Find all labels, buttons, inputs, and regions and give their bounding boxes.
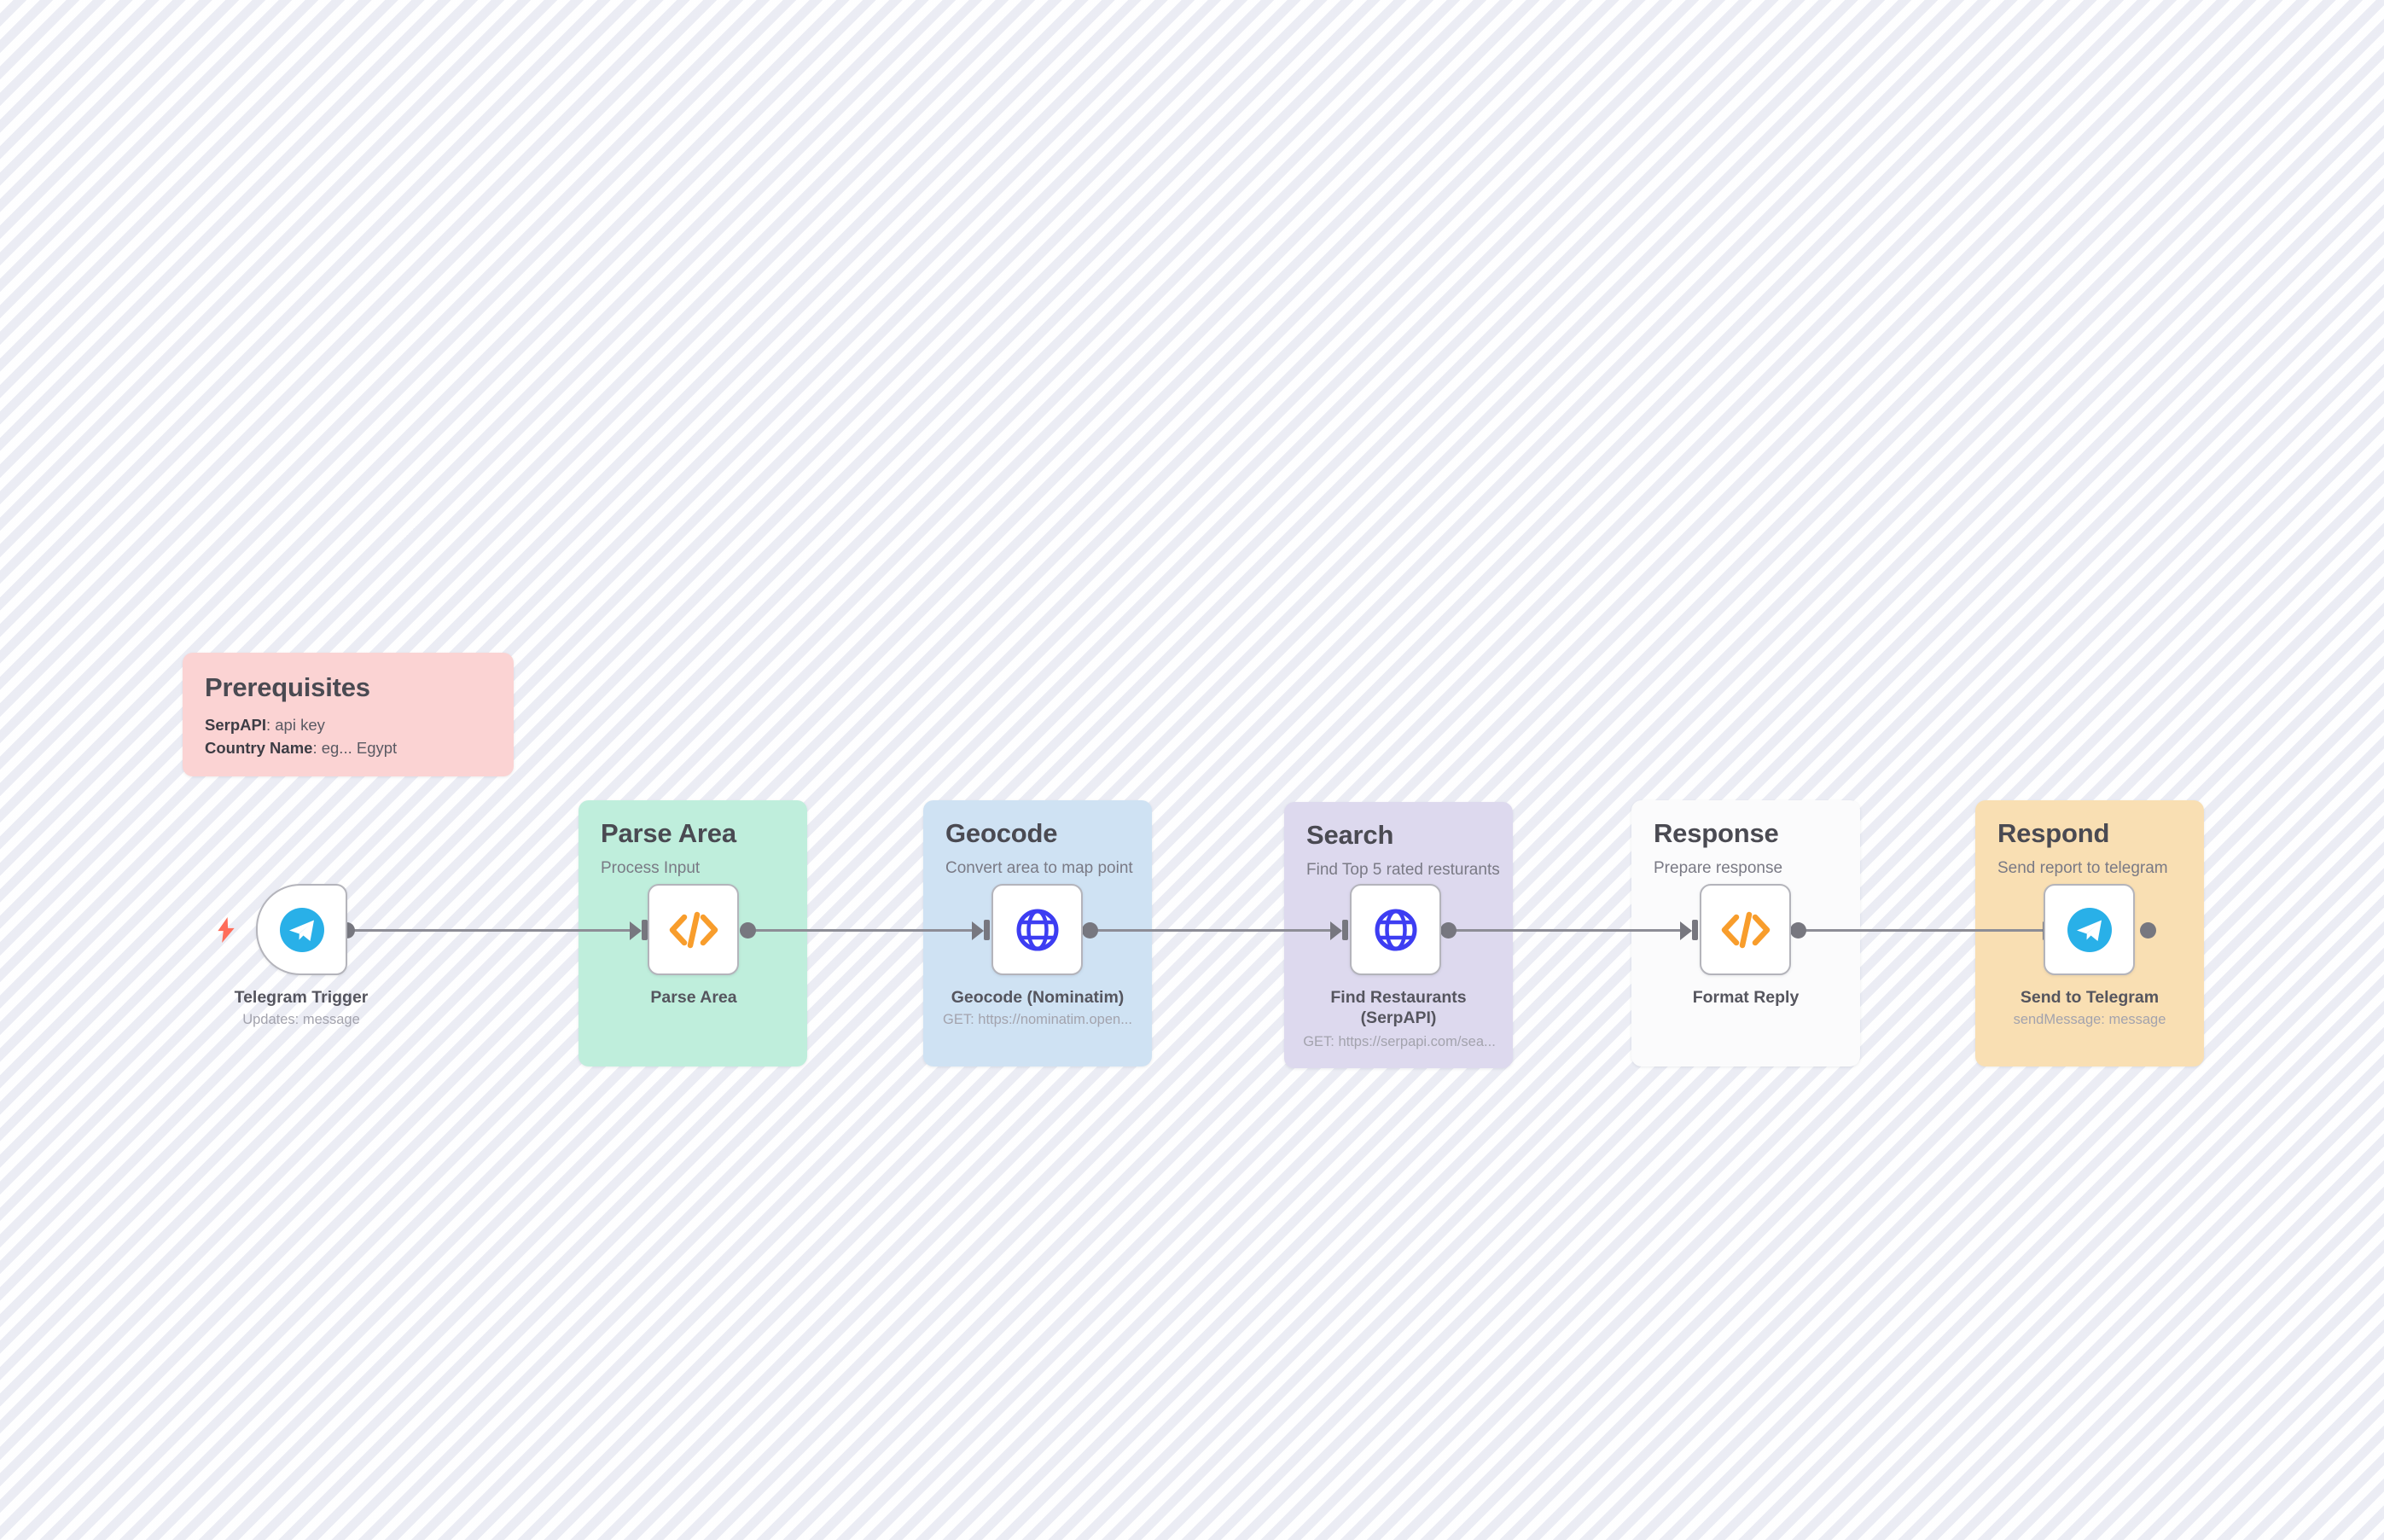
connector-output-dot-respond[interactable] (2140, 922, 2156, 939)
sticky-note-title: Respond (1997, 818, 2110, 848)
connector-output-dot-geocode[interactable] (1082, 922, 1098, 939)
node-parse-area[interactable] (648, 884, 739, 975)
connector-output-dot-parse-area[interactable] (740, 922, 756, 939)
sticky-note-parse-area[interactable]: Parse Area Process Input (579, 800, 807, 1066)
connector-input-arrow-response (1680, 921, 1692, 940)
sticky-note-subtitle: Prepare response (1654, 859, 1783, 878)
node-label-parse-area: Parse Area (650, 988, 737, 1007)
node-format-reply[interactable] (1700, 884, 1791, 975)
connector-input-bar-parse-area (642, 920, 648, 940)
node-send-to-telegram[interactable] (2044, 884, 2135, 975)
sticky-note-subtitle: Process Input (601, 859, 701, 878)
prereq-label-serpapi: SerpAPI (205, 716, 266, 735)
node-sublabel-send-to-telegram: sendMessage: message (2013, 1012, 2166, 1027)
node-telegram-trigger[interactable] (256, 884, 347, 975)
node-label-format-reply: Format Reply (1692, 988, 1800, 1007)
connector-search-to-response (1447, 929, 1690, 932)
prereq-line-serpapi: SerpAPI: api key (205, 714, 491, 737)
connector-output-dot-response[interactable] (1790, 922, 1806, 939)
connector-input-bar-geocode (984, 920, 990, 940)
sticky-note-subtitle: Find Top 5 rated resturants (1306, 861, 1500, 880)
code-icon (1721, 910, 1771, 950)
connector-output-dot-search[interactable] (1440, 922, 1457, 939)
code-icon (669, 910, 718, 950)
node-label-find-restaurants-serpapi: Find Restaurants (SerpAPI) (1330, 988, 1467, 1027)
node-sublabel-geocode-nominatim: GET: https://nominatim.open... (943, 1012, 1132, 1027)
node-label-telegram-trigger: Telegram Trigger (234, 988, 369, 1007)
connector-input-arrow-search (1330, 921, 1342, 940)
node-label-send-to-telegram: Send to Telegram (2020, 988, 2160, 1007)
connector-input-arrow-geocode (972, 921, 984, 940)
connector-trigger-to-parse-area (346, 929, 640, 932)
connector-geocode-to-search (1089, 929, 1340, 932)
connector-input-bar-search (1342, 920, 1348, 940)
sticky-note-title: Parse Area (601, 818, 736, 848)
node-sublabel-find-restaurants-serpapi: GET: https://serpapi.com/sea... (1303, 1034, 1496, 1049)
connector-input-bar-response (1692, 920, 1698, 940)
connector-parse-area-to-geocode (747, 929, 982, 932)
node-sublabel-telegram-trigger: Updates: message (242, 1012, 360, 1027)
node-geocode-nominatim[interactable] (991, 884, 1083, 975)
prereq-value-country: : eg... Egypt (312, 738, 398, 757)
globe-icon (1374, 908, 1418, 952)
sticky-note-subtitle: Send report to telegram (1997, 859, 2168, 878)
node-label-geocode-nominatim: Geocode (Nominatim) (951, 988, 1125, 1007)
prereq-label-country: Country Name (205, 738, 313, 757)
lightning-bolt-icon (215, 917, 237, 943)
telegram-icon (278, 906, 326, 954)
sticky-note-title: Geocode (945, 818, 1058, 848)
sticky-note-subtitle: Convert area to map point (945, 859, 1133, 878)
sticky-note-title: Search (1306, 820, 1394, 850)
telegram-icon (2066, 906, 2114, 954)
prereq-line-country: Country Name: eg... Egypt (205, 737, 491, 760)
globe-icon (1015, 908, 1060, 952)
connector-input-arrow-parse-area (630, 921, 642, 940)
node-find-restaurants-serpapi[interactable] (1350, 884, 1441, 975)
sticky-note-prerequisites[interactable]: Prerequisites SerpAPI: api key Country N… (183, 653, 514, 776)
prereq-value-serpapi: : api key (265, 716, 325, 735)
sticky-note-title: Response (1654, 818, 1779, 848)
connector-response-to-respond (1797, 929, 2053, 932)
sticky-note-title: Prerequisites (205, 672, 370, 702)
